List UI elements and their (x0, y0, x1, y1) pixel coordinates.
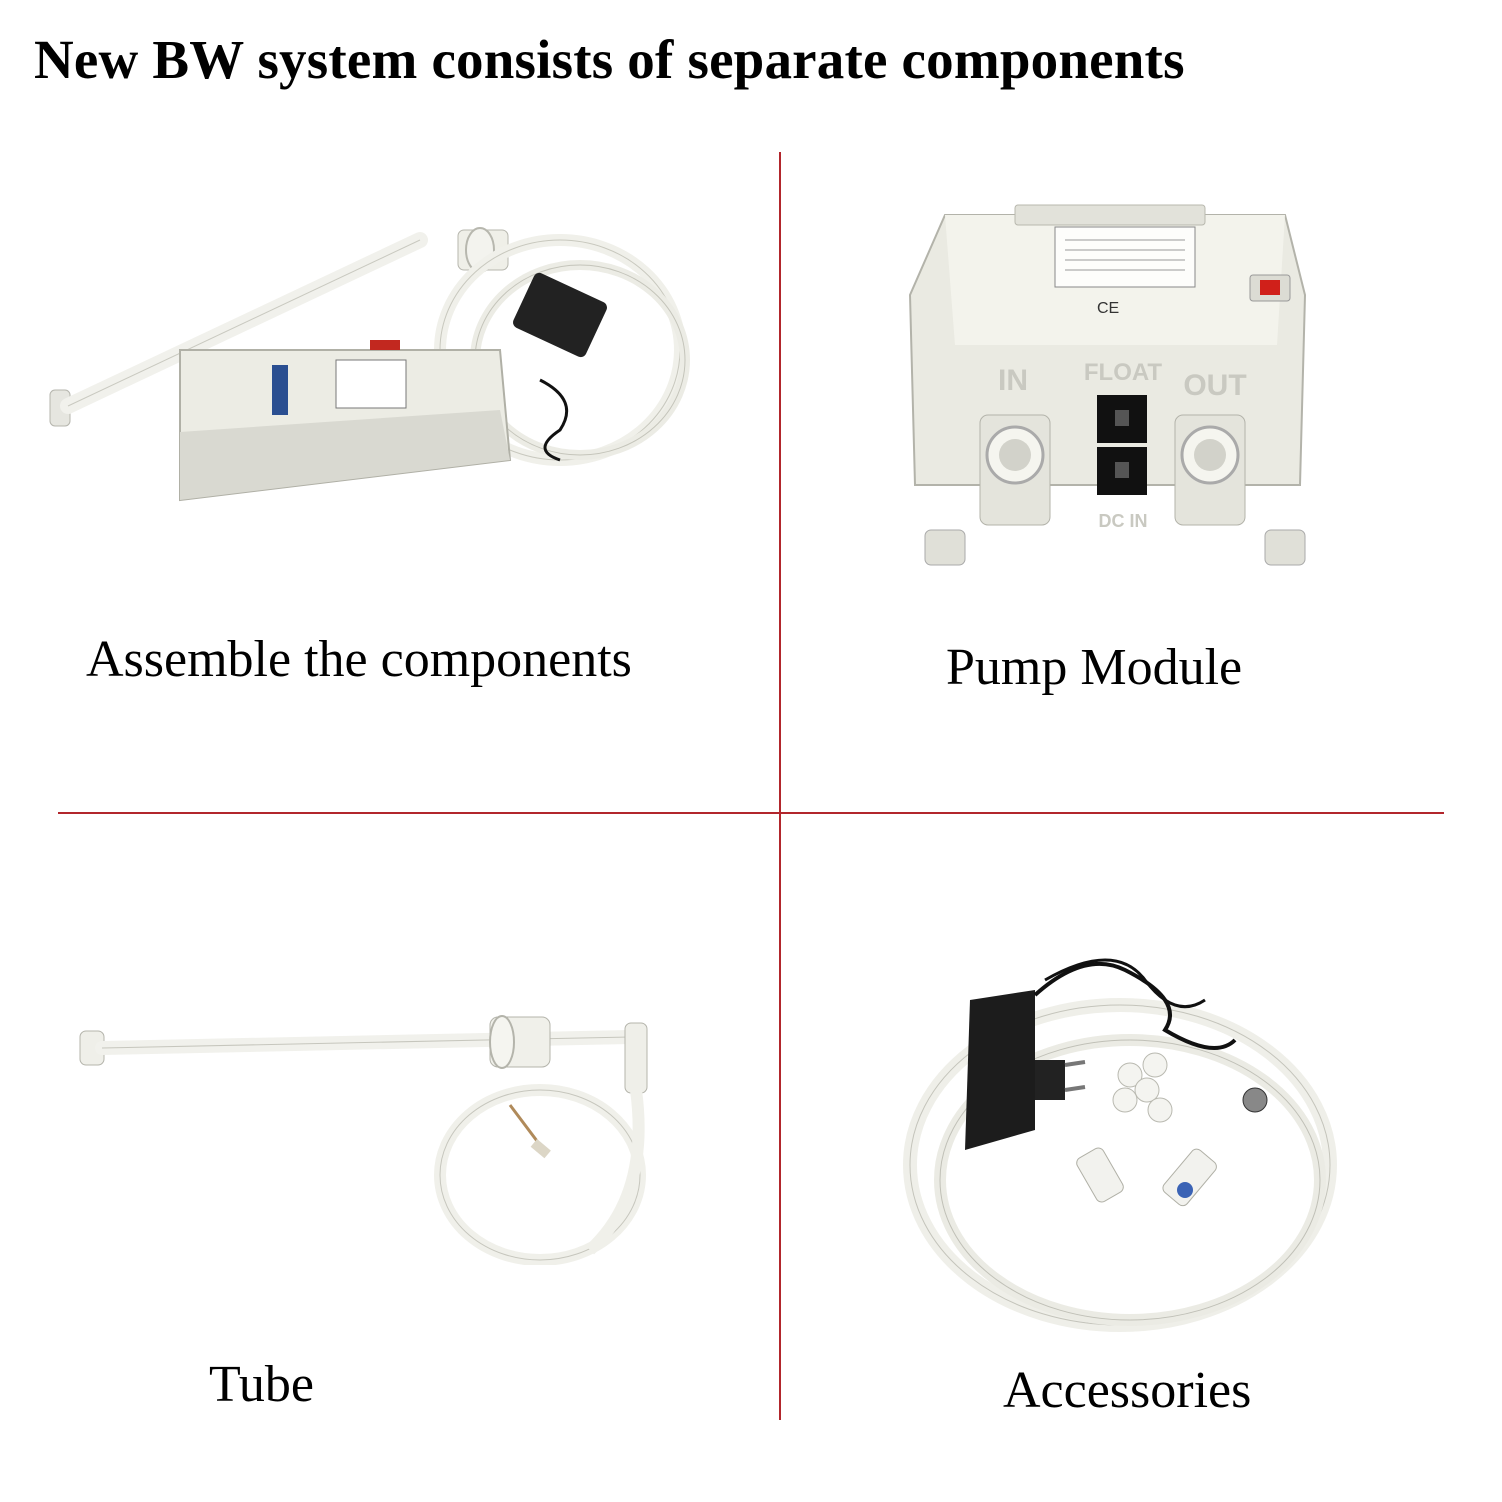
out-label: OUT (1183, 369, 1246, 402)
page-title: New BW system consists of separate compo… (34, 29, 1185, 90)
caption-tube: Tube (209, 1356, 315, 1413)
tube-photo (70, 995, 670, 1265)
dc-in-label: DC IN (1099, 511, 1148, 531)
horizontal-divider (58, 812, 1444, 814)
assembled-system-photo (40, 200, 740, 560)
ce-mark: CE (1097, 300, 1119, 317)
vertical-divider (779, 152, 781, 1420)
accessories-photo (885, 940, 1365, 1340)
in-label: IN (998, 364, 1028, 397)
pump-module-photo: CE IN FLOAT OUT DC IN (905, 185, 1325, 580)
float-label: FLOAT (1084, 359, 1163, 386)
caption-assemble: Assemble the components (86, 631, 632, 688)
caption-accessories: Accessories (1003, 1362, 1252, 1419)
caption-pump-module: Pump Module (946, 639, 1243, 696)
